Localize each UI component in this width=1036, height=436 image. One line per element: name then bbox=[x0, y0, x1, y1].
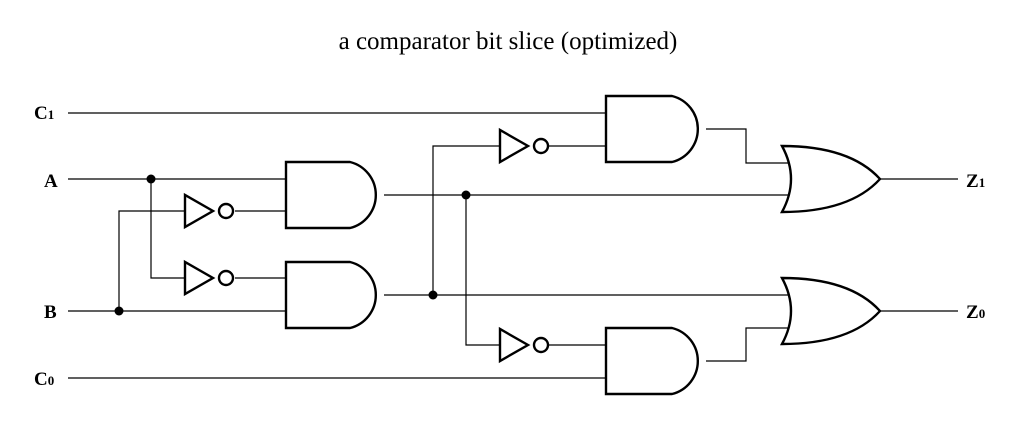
input-label-c0: C0 bbox=[34, 369, 54, 390]
output-label-z1: Z1 bbox=[966, 171, 985, 192]
junction-dot-b bbox=[114, 306, 124, 316]
not-gate-a bbox=[183, 259, 235, 297]
wire-b-branch bbox=[118, 210, 185, 311]
diagram-title: a comparator bit slice (optimized) bbox=[338, 28, 678, 55]
and-gate-3 bbox=[604, 94, 699, 164]
not-gate-b bbox=[183, 192, 235, 230]
input-label-b: B bbox=[44, 302, 57, 323]
and-gate-2 bbox=[284, 260, 377, 330]
input-label-a: A bbox=[44, 171, 58, 192]
input-label-c1: C1 bbox=[34, 103, 54, 124]
wires bbox=[68, 112, 958, 379]
not-gate-lower bbox=[498, 326, 550, 364]
junction-dot-and1 bbox=[461, 190, 471, 200]
and-gate-4 bbox=[604, 326, 699, 396]
or-gate-z1 bbox=[779, 144, 882, 214]
wire-and4-out bbox=[706, 327, 788, 362]
or-gate-z0 bbox=[779, 276, 882, 346]
wire-and2-branch bbox=[432, 145, 500, 295]
output-label-z0: Z0 bbox=[966, 302, 985, 323]
junction-dot-a bbox=[146, 174, 156, 184]
wire-a-branch bbox=[150, 179, 185, 279]
wire-and3-out bbox=[706, 128, 788, 164]
not-gate-upper bbox=[498, 127, 550, 165]
and-gate-1 bbox=[284, 160, 377, 230]
wire-and1-branch bbox=[465, 195, 500, 346]
junction-dot-and2 bbox=[428, 290, 438, 300]
